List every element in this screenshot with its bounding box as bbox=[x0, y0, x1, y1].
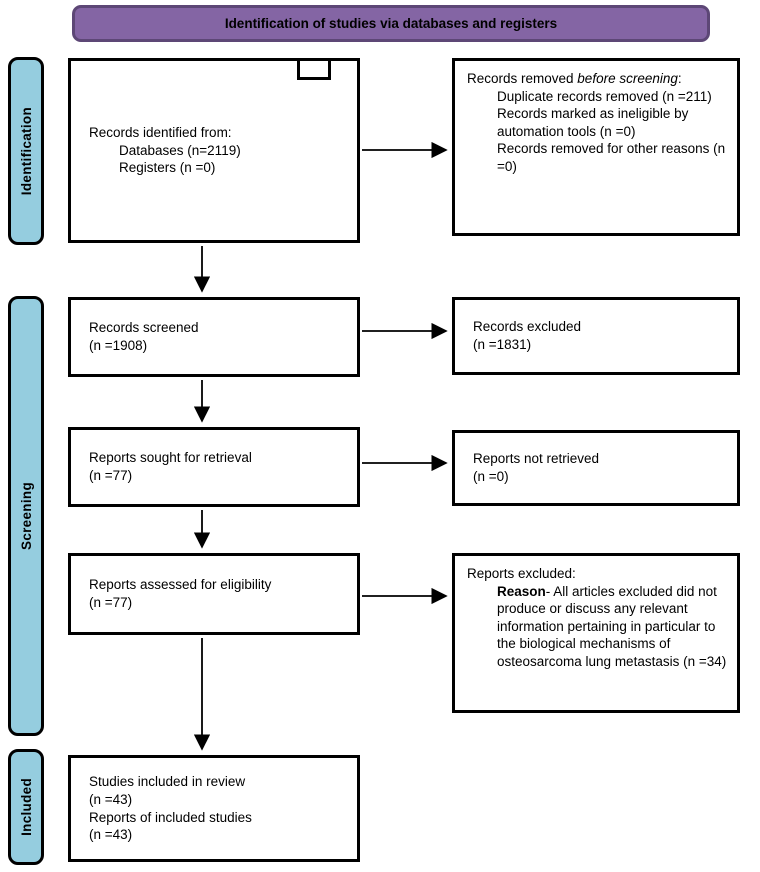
reports-excluded-reason-label: Reason bbox=[497, 583, 546, 599]
reports-sought-count: (n =77) bbox=[89, 468, 133, 483]
records-removed-heading: Records removed before screening: bbox=[467, 70, 727, 88]
studies-included-count: (n =43) bbox=[89, 791, 133, 807]
stage-included-label: Included bbox=[18, 778, 34, 836]
stage-screening-label: Screening bbox=[18, 482, 34, 550]
box-reports-excluded: Reports excluded: Reason- All articles e… bbox=[452, 553, 740, 713]
records-removed-prefix: Records removed bbox=[467, 71, 578, 86]
records-identified-line1: Records identified from: bbox=[89, 125, 232, 141]
stage-included: Included bbox=[8, 749, 44, 865]
records-removed-duplicates: Duplicate records removed (n =211) bbox=[497, 88, 712, 104]
stage-screening: Screening bbox=[8, 296, 44, 736]
stage-identification-label: Identification bbox=[18, 106, 34, 196]
reports-sought-line1: Reports sought for retrieval bbox=[89, 450, 252, 466]
reports-assessed-line1: Reports assessed for eligibility bbox=[89, 577, 272, 593]
records-excluded-count: (n =1831) bbox=[473, 337, 532, 352]
reports-not-retrieved-line1: Reports not retrieved bbox=[473, 451, 600, 467]
records-removed-italic: before screening bbox=[577, 71, 678, 86]
reports-assessed-count: (n =77) bbox=[89, 595, 133, 610]
reports-excluded-reason: Reason- All articles excluded did not pr… bbox=[467, 583, 727, 671]
records-excluded-line1: Records excluded bbox=[473, 319, 582, 335]
box-reports-not-retrieved: Reports not retrieved (n =0) bbox=[452, 430, 740, 506]
records-identified-registers: Registers (n =0) bbox=[119, 160, 216, 176]
records-screened-line1: Records screened bbox=[89, 320, 199, 336]
reports-excluded-heading: Reports excluded: bbox=[467, 566, 576, 581]
box-reports-assessed: Reports assessed for eligibility (n =77) bbox=[68, 553, 360, 635]
stage-identification: Identification bbox=[8, 57, 44, 245]
studies-included-line3: Reports of included studies bbox=[89, 809, 252, 825]
diagram-header: Identification of studies via databases … bbox=[72, 5, 710, 42]
reports-not-retrieved-count: (n =0) bbox=[473, 469, 509, 484]
box-reports-sought: Reports sought for retrieval (n =77) bbox=[68, 427, 360, 507]
reports-excluded-reason-text: - All articles excluded did not produce … bbox=[497, 583, 727, 669]
studies-included-count2: (n =43) bbox=[89, 827, 133, 843]
box-records-removed: Records removed before screening: Duplic… bbox=[452, 58, 740, 236]
box-records-screened: Records screened (n =1908) bbox=[68, 297, 360, 377]
diagram-header-title: Identification of studies via databases … bbox=[224, 16, 558, 31]
records-identified-databases: Databases (n=2119) bbox=[119, 142, 241, 158]
box-records-identified: Records identified from: Databases (n=21… bbox=[68, 58, 360, 243]
records-removed-other: Records removed for other reasons (n =0) bbox=[497, 141, 726, 174]
records-removed-suffix: : bbox=[677, 71, 682, 86]
box-studies-included: Studies included in review (n =43) Repor… bbox=[68, 755, 360, 862]
records-removed-automation: Records marked as ineligible by automati… bbox=[497, 106, 689, 139]
records-screened-count: (n =1908) bbox=[89, 338, 148, 353]
studies-included-line1: Studies included in review bbox=[89, 774, 246, 790]
box-records-excluded: Records excluded (n =1831) bbox=[452, 297, 740, 375]
